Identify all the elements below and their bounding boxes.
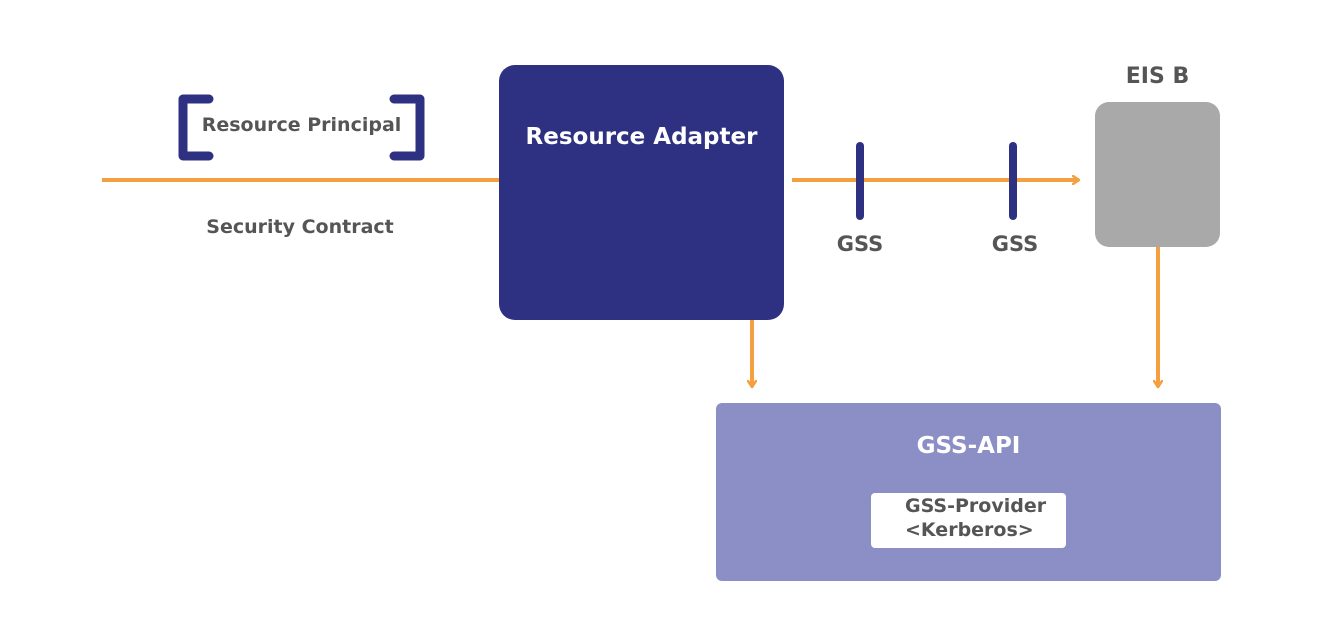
gss-provider-line2: <Kerberos>: [905, 519, 1034, 541]
security-contract-label: Security Contract: [206, 216, 394, 238]
right-bracket: [389, 94, 425, 161]
eis-b-label: EIS B: [1125, 64, 1190, 89]
left-bracket: [178, 94, 214, 161]
resource-adapter-label: Resource Adapter: [525, 124, 758, 150]
resource-adapter-box: [499, 65, 784, 320]
gss-label-2: GSS: [991, 232, 1039, 256]
eis-b-box: [1095, 102, 1220, 247]
gss-label-1: GSS: [836, 232, 884, 256]
gss-provider-line1: GSS-Provider: [905, 495, 1047, 517]
gss-provider-box: [871, 493, 1066, 548]
gss-api-box: [716, 403, 1221, 581]
resource-principal-label: Resource Principal: [201, 114, 402, 136]
gss-api-label: GSS-API: [916, 433, 1021, 459]
